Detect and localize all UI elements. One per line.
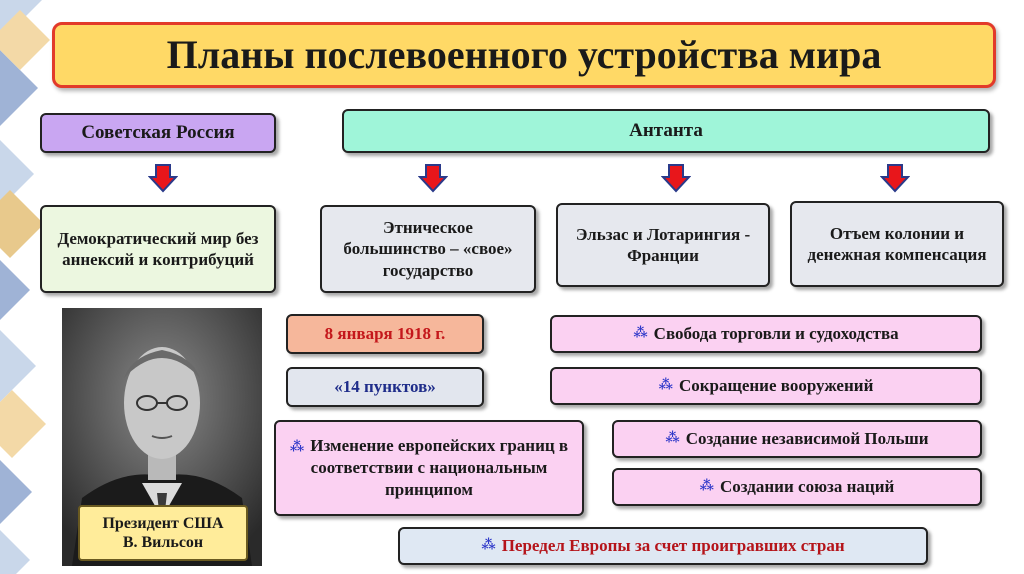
down-arrow-icon (880, 163, 910, 193)
point-trade-text: Свобода торговли и судоходства (653, 324, 899, 344)
point-trade-box: ⁂ Свобода торговли и судоходства (550, 315, 982, 353)
page-title: Планы послевоенного устройства мира (52, 22, 996, 88)
point-borders-box: ⁂ Изменение европейских границ в соответс… (274, 420, 584, 516)
soviet-russia-header: Советская Россия (40, 113, 276, 153)
wilson-photo-caption: Президент США В. Вильсон (78, 505, 248, 561)
down-arrow-icon (148, 163, 178, 193)
asterism-icon: ⁂ (633, 326, 648, 342)
asterism-icon: ⁂ (289, 439, 305, 455)
down-arrow-icon (661, 163, 691, 193)
point-poland-box: ⁂ Создание независимой Польши (612, 420, 982, 458)
decorative-diamond-strip (0, 0, 60, 574)
ethnic-majority-box: Этническое большинство – «свое» государс… (320, 205, 536, 293)
asterism-icon: ⁂ (665, 431, 680, 447)
point-redivision-text: Передел Европы за счет проигравших стран (501, 536, 845, 556)
caption-line-name: В. Вильсон (122, 534, 204, 551)
asterism-icon: ⁂ (481, 538, 496, 554)
fourteen-points-box: «14 пунктов» (286, 367, 484, 407)
soviet-plan-box: Демократический мир без аннексий и контр… (40, 205, 276, 293)
colonies-compensation-box: Отъем колонии и денежная компенсация (790, 201, 1004, 287)
point-league-text: Создании союза наций (719, 477, 895, 497)
down-arrow-icon (418, 163, 448, 193)
date-box: 8 января 1918 г. (286, 314, 484, 354)
alsace-lorraine-box: Эльзас и Лотарингия - Франции (556, 203, 770, 287)
point-arms-box: ⁂ Сокращение вооружений (550, 367, 982, 405)
asterism-icon: ⁂ (658, 378, 673, 394)
entente-header: Антанта (342, 109, 990, 153)
point-league-box: ⁂ Создании союза наций (612, 468, 982, 506)
asterism-icon: ⁂ (699, 479, 714, 495)
point-poland-text: Создание независимой Польши (685, 429, 929, 449)
caption-line-title: Президент США (102, 514, 224, 532)
point-arms-text: Сокращение вооружений (678, 376, 874, 396)
point-borders-text: Изменение европейских границ в соответст… (310, 435, 569, 500)
point-redivision-box: ⁂ Передел Европы за счет проигравших стр… (398, 527, 928, 565)
